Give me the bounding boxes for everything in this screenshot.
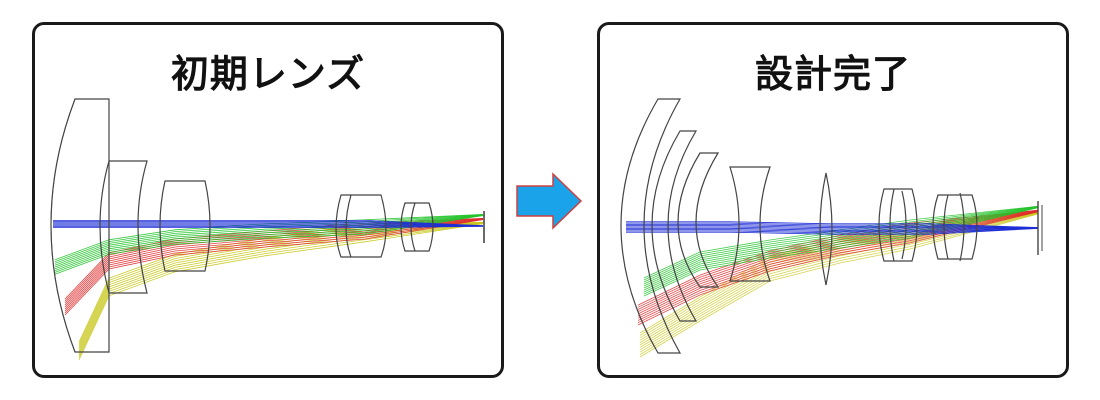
ray-yellow bbox=[639, 213, 1039, 353]
meniscus-3 bbox=[677, 152, 720, 288]
ray-red bbox=[64, 219, 484, 316]
final-lens-diagram bbox=[620, 98, 1043, 358]
ray-green bbox=[643, 206, 1039, 287]
panel-title-design-complete: 設計完了 bbox=[754, 52, 911, 96]
ray-blue bbox=[53, 225, 484, 229]
ray-red bbox=[64, 218, 484, 302]
ray-red bbox=[64, 218, 484, 308]
ray-red bbox=[64, 219, 484, 314]
ray-blue bbox=[53, 221, 484, 227]
ray-yellow bbox=[78, 222, 484, 354]
final-lens-elements bbox=[620, 98, 1043, 354]
ray-green bbox=[643, 206, 1039, 283]
ray-red bbox=[64, 218, 484, 312]
ray-blue bbox=[626, 223, 1039, 229]
meniscus-2 bbox=[651, 130, 698, 322]
ray-blue bbox=[53, 223, 484, 227]
ray-yellow bbox=[78, 223, 484, 360]
lens-element-4 bbox=[335, 194, 387, 258]
initial-ray-bundles bbox=[53, 214, 484, 360]
initial-lens-elements bbox=[50, 98, 485, 353]
ray-blue bbox=[626, 227, 1039, 234]
meniscus-1 bbox=[620, 98, 682, 354]
ray-yellow bbox=[639, 212, 1039, 348]
ray-blue bbox=[626, 227, 1039, 231]
ray-blue bbox=[626, 222, 1039, 229]
ray-green bbox=[643, 206, 1039, 285]
final-lens-panel: 設計完了 bbox=[597, 22, 1069, 378]
lens-element-2 bbox=[99, 160, 148, 294]
ray-yellow bbox=[639, 212, 1039, 351]
initial-lens-diagram bbox=[50, 98, 485, 360]
ray-green bbox=[54, 214, 484, 271]
ray-blue bbox=[53, 219, 484, 227]
group-2 bbox=[878, 188, 918, 262]
final-ray-bundles bbox=[626, 205, 1039, 358]
group-3 bbox=[932, 194, 978, 260]
ray-green bbox=[54, 215, 484, 273]
ray-blue bbox=[626, 228, 1039, 235]
ray-yellow bbox=[639, 213, 1039, 358]
ray-yellow bbox=[639, 213, 1039, 355]
ray-blue bbox=[53, 222, 484, 227]
panel-title-initial-lens: 初期レンズ bbox=[170, 52, 366, 96]
ray-red bbox=[637, 211, 1039, 324]
ray-green bbox=[643, 205, 1039, 279]
ray-blue bbox=[626, 221, 1039, 228]
right-arrow-icon bbox=[516, 172, 583, 230]
ray-green bbox=[54, 215, 484, 275]
ray-yellow bbox=[78, 222, 484, 356]
ray-red bbox=[637, 210, 1039, 319]
ray-green bbox=[54, 214, 484, 262]
lens-element-3 bbox=[159, 180, 211, 272]
ray-green bbox=[643, 207, 1039, 293]
ray-green bbox=[643, 206, 1039, 281]
ray-red bbox=[637, 211, 1039, 326]
ray-blue bbox=[53, 224, 484, 227]
ray-yellow bbox=[78, 223, 484, 358]
initial-lens-panel: 初期レンズ bbox=[32, 22, 504, 378]
doublet-front bbox=[729, 166, 771, 282]
ray-blue bbox=[626, 226, 1039, 230]
ray-blue bbox=[626, 225, 1039, 229]
biconvex-element bbox=[819, 172, 833, 286]
ray-red bbox=[637, 210, 1039, 315]
lens-element-5 bbox=[400, 202, 434, 252]
ray-blue bbox=[626, 227, 1039, 233]
